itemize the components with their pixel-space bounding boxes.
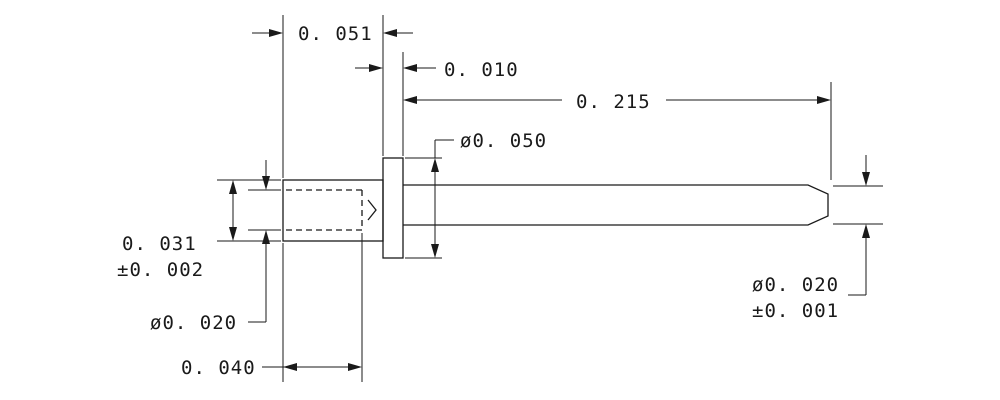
- dim-tip-diameter: ø0. 020 ±0. 001: [752, 155, 870, 322]
- dim-bore-depth-text: 0. 040: [181, 357, 256, 379]
- dim-body-diameter-text: 0. 031: [122, 233, 197, 255]
- pin-part: [282, 157, 829, 259]
- flange: [382, 157, 404, 259]
- dim-flange-offset-text: 0. 051: [298, 23, 373, 45]
- dim-bore-depth: 0. 040: [181, 357, 362, 379]
- pin-shaft: [403, 184, 829, 226]
- dim-flange-thickness: 0. 010: [355, 59, 519, 81]
- dim-tip-diameter-tol-text: ±0. 001: [752, 300, 839, 322]
- dim-tip-diameter-text: ø0. 020: [752, 274, 839, 296]
- dim-flange-thickness-text: 0. 010: [444, 59, 519, 81]
- receptacle-body: [282, 179, 384, 242]
- dim-bore-diameter-text: ø0. 020: [150, 312, 237, 334]
- drill-point: [367, 199, 377, 221]
- extension-lines: [217, 15, 883, 382]
- dim-pin-length: 0. 215: [403, 91, 831, 113]
- dim-pin-length-text: 0. 215: [576, 91, 651, 113]
- dim-body-diameter: 0. 031 ±0. 002: [117, 180, 237, 281]
- dim-flange-diameter: ø0. 050: [431, 130, 547, 258]
- hidden-bore: [286, 189, 363, 231]
- dim-bore-diameter: ø0. 020: [150, 160, 270, 334]
- dim-flange-offset: 0. 051: [252, 23, 413, 45]
- dim-body-diameter-tol-text: ±0. 002: [117, 259, 204, 281]
- dim-flange-diameter-text: ø0. 050: [460, 130, 547, 152]
